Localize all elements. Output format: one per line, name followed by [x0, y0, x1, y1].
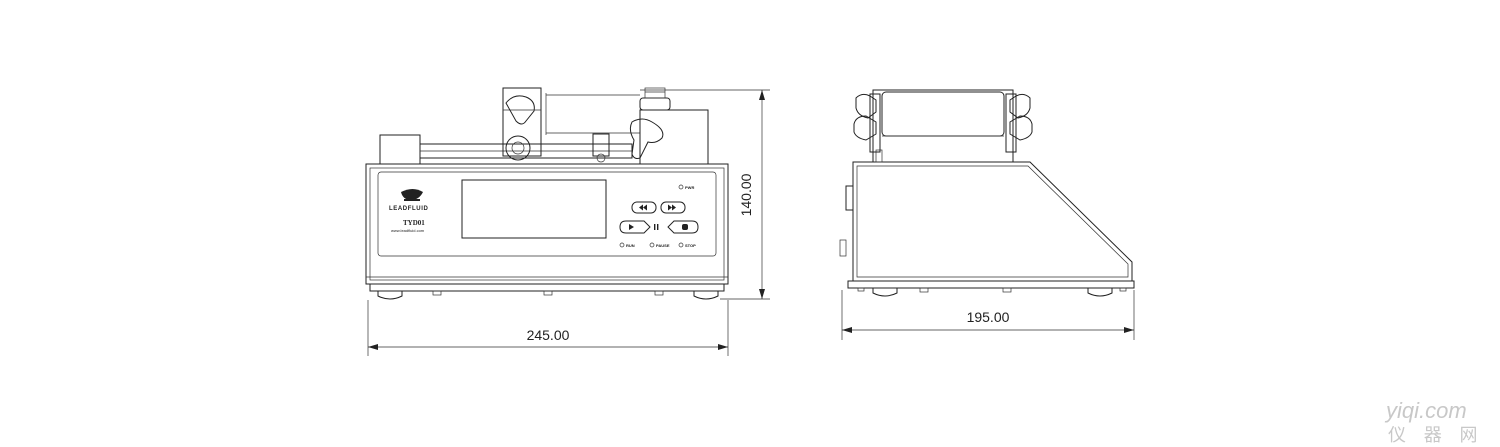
front-view: LEADFLUID TYD01 www.leadfluid.com PWR RU… — [365, 87, 770, 356]
stop-button[interactable] — [667, 220, 699, 234]
foot-right — [693, 290, 719, 300]
depth-dimension: 195.00 — [841, 290, 1135, 340]
model-name: TYD01 — [403, 219, 425, 227]
pause-label: PAUSE — [656, 243, 670, 248]
brand-logo — [401, 189, 423, 201]
depth-value: 195.00 — [967, 309, 1010, 325]
foot-left — [377, 290, 403, 300]
fast-forward-button[interactable] — [660, 201, 686, 214]
height-dimension: 140.00 — [640, 89, 770, 300]
watermark-domain: yiqi.com — [1384, 398, 1467, 423]
side-foot-right — [1087, 287, 1113, 297]
run-label: RUN — [626, 243, 635, 248]
lcd-screen — [461, 179, 607, 239]
watermark-chinese: 仪 器 网 — [1388, 425, 1483, 446]
side-clamp-block — [872, 89, 1014, 163]
website-text: www.leadfluid.com — [391, 228, 425, 233]
syringe-holder-block — [379, 134, 421, 165]
side-view: 195.00 — [839, 89, 1135, 340]
pause-icon — [654, 224, 656, 230]
stop-icon — [682, 224, 688, 230]
thumb-wheel — [505, 135, 531, 161]
watermark: yiqi.com 仪 器 网 — [1384, 398, 1483, 446]
width-value: 245.00 — [527, 327, 570, 343]
side-body — [852, 161, 1133, 282]
rewind-button[interactable] — [631, 201, 657, 214]
width-dimension: 245.00 — [367, 300, 729, 356]
brand-name: LEADFLUID — [389, 206, 428, 212]
clamp-knob-right — [629, 118, 664, 159]
front-panel — [377, 171, 717, 257]
side-foot-left — [872, 287, 898, 297]
stop-label: STOP — [685, 243, 696, 248]
height-value: 140.00 — [738, 173, 754, 216]
run-button[interactable] — [619, 220, 651, 234]
top-knob — [639, 97, 671, 111]
clamp-knob-left — [505, 95, 535, 125]
pwr-label: PWR — [685, 185, 694, 190]
